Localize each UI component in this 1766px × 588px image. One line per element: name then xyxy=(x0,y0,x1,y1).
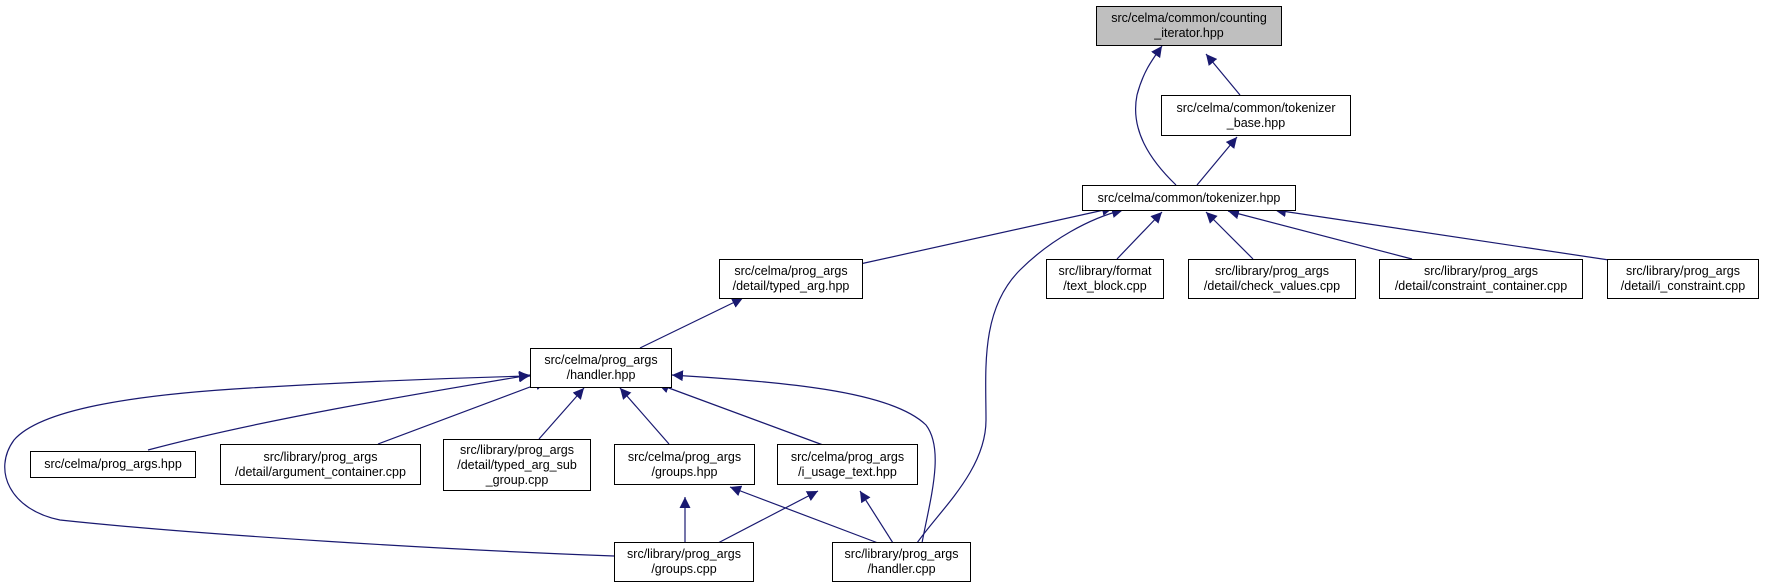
node-text-block[interactable]: src/library/format /text_block.cpp xyxy=(1046,259,1164,299)
edge-groups-cpp-to-i-usage-text xyxy=(717,490,819,544)
edge-argument-container-to-handler-hpp xyxy=(377,379,547,445)
edge-groups-hpp-to-handler-hpp xyxy=(619,387,670,445)
node-tokenizer-base[interactable]: src/celma/common/tokenizer _base.hpp xyxy=(1161,95,1351,136)
edge-check-values-to-tokenizer xyxy=(1205,211,1254,260)
edge-typed-arg-to-tokenizer xyxy=(859,205,1114,265)
node-handler-cpp[interactable]: src/library/prog_args /handler.cpp xyxy=(832,542,971,582)
edge-handler-cpp-to-groups-hpp xyxy=(729,485,879,544)
edge-tokenizer-to-counting-iterator xyxy=(1135,45,1177,186)
edge-i-usage-text-to-handler-hpp xyxy=(657,382,824,446)
edge-groups-cpp-to-handler-hpp xyxy=(4,370,615,557)
node-i-usage-text[interactable]: src/celma/prog_args /i_usage_text.hpp xyxy=(777,444,918,485)
edge-i-constraint-to-tokenizer xyxy=(1274,206,1610,261)
node-tokenizer[interactable]: src/celma/common/tokenizer.hpp xyxy=(1082,185,1296,211)
node-constraint-container[interactable]: src/library/prog_args /detail/constraint… xyxy=(1379,259,1583,299)
edge-prog-args-hpp-to-handler-hpp xyxy=(147,371,531,451)
edge-handler-cpp-to-tokenizer xyxy=(916,207,1124,544)
node-i-constraint[interactable]: src/library/prog_args /detail/i_constrai… xyxy=(1607,259,1759,299)
node-counting-iterator[interactable]: src/celma/common/counting _iterator.hpp xyxy=(1096,6,1282,46)
edge-handler-hpp-to-typed-arg xyxy=(639,297,744,349)
edge-tokenizer-base-to-counting-iterator xyxy=(1205,53,1241,96)
node-prog-args-hpp[interactable]: src/celma/prog_args.hpp xyxy=(30,451,196,478)
edge-typed-arg-sub-group-to-handler-hpp xyxy=(538,387,585,440)
edge-handler-cpp-to-handler-hpp xyxy=(671,370,936,544)
edge-constraint-container-to-tokenizer xyxy=(1227,208,1413,260)
node-argument-container[interactable]: src/library/prog_args /detail/argument_c… xyxy=(220,444,421,485)
node-groups-hpp[interactable]: src/celma/prog_args /groups.hpp xyxy=(614,444,755,485)
node-typed-arg-sub-group[interactable]: src/library/prog_args /detail/typed_arg_… xyxy=(443,439,591,491)
node-check-values[interactable]: src/library/prog_args /detail/check_valu… xyxy=(1188,259,1356,299)
node-handler-hpp[interactable]: src/celma/prog_args /handler.hpp xyxy=(530,348,672,388)
node-typed-arg[interactable]: src/celma/prog_args /detail/typed_arg.hp… xyxy=(719,259,863,299)
edge-tokenizer-to-tokenizer-base xyxy=(1196,136,1238,186)
edge-handler-cpp-to-i-usage-text xyxy=(859,490,894,544)
node-groups-cpp[interactable]: src/library/prog_args /groups.cpp xyxy=(614,542,754,582)
edge-text-block-to-tokenizer xyxy=(1116,211,1163,260)
